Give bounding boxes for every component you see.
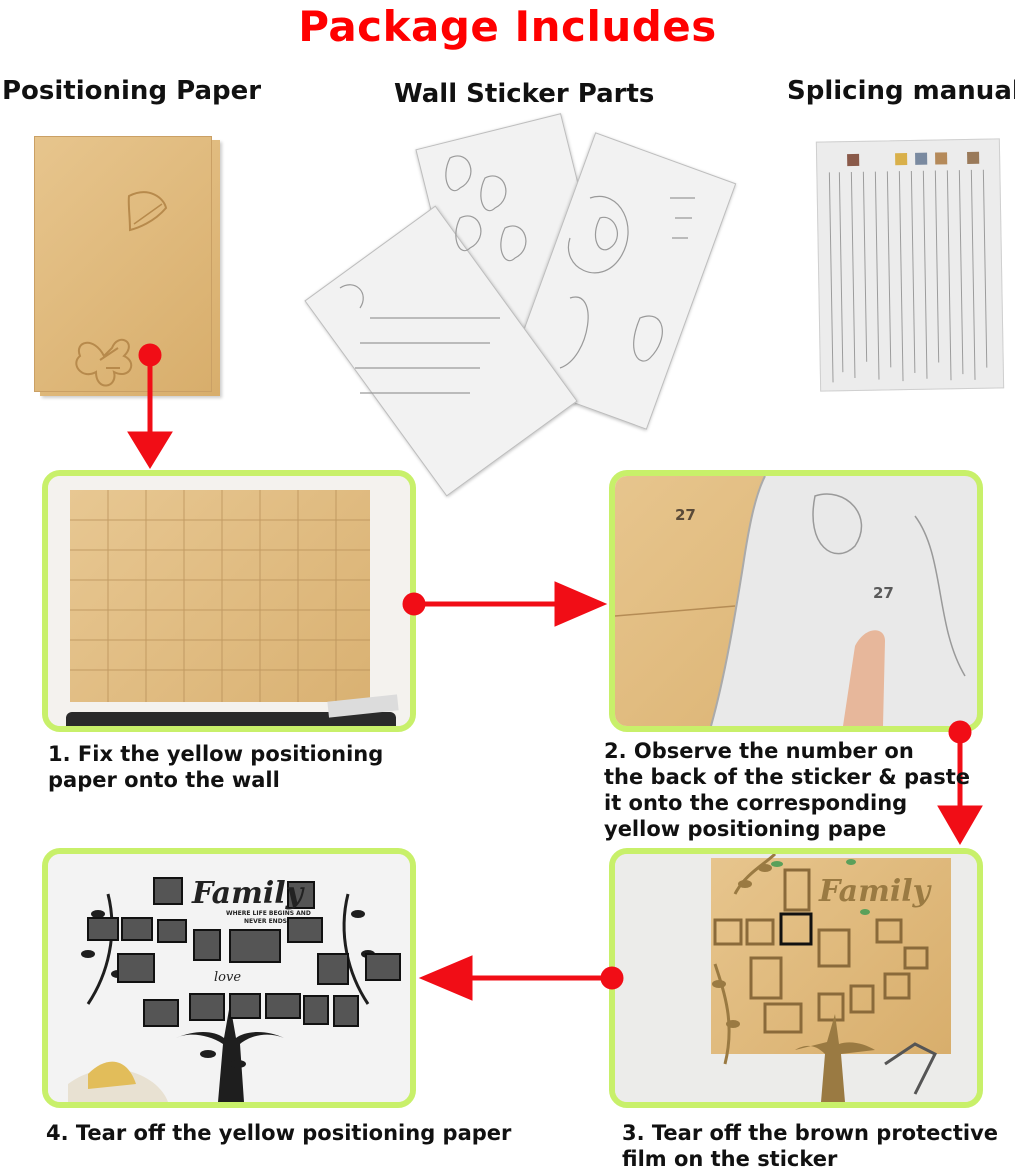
page-title: Package Includes bbox=[298, 2, 717, 51]
arrow-head-left bbox=[418, 955, 473, 1001]
item-label-wall-sticker-parts: Wall Sticker Parts bbox=[394, 79, 655, 109]
item-label-positioning-paper: Positioning Paper bbox=[2, 76, 262, 106]
step2-line3: it onto the corresponding bbox=[604, 791, 908, 815]
positioning-paper-image bbox=[34, 136, 224, 398]
family-word: Family bbox=[192, 876, 304, 911]
step2-caption: 2. Observe the number on the back of the… bbox=[604, 738, 970, 842]
step1-line1: 1. Fix the yellow positioning bbox=[48, 742, 384, 766]
item-label-splicing-manual: Splicing manual bbox=[787, 76, 1015, 106]
step1-line2: paper onto the wall bbox=[48, 768, 280, 792]
arrow-head-down-2 bbox=[937, 805, 983, 845]
step2-line1: 2. Observe the number on bbox=[604, 739, 914, 763]
family-tagline-1: WHERE LIFE BEGINS AND bbox=[226, 910, 311, 917]
step2-line2: the back of the sticker & paste bbox=[604, 765, 970, 789]
love-word: love bbox=[214, 970, 242, 985]
sticker-number-left: 27 bbox=[675, 506, 696, 524]
wall-sticker-parts-image bbox=[300, 113, 737, 497]
step3-line1: 3. Tear off the brown protective bbox=[622, 1121, 999, 1145]
family-tagline-2: NEVER ENDS bbox=[244, 918, 287, 925]
step3-line2: film on the sticker bbox=[622, 1147, 838, 1171]
step4-photo: Family WHERE LIFE BEGINS AND NEVER ENDS … bbox=[42, 848, 416, 1108]
step4-line1: 4. Tear off the yellow positioning paper bbox=[46, 1121, 512, 1145]
step4-caption: 4. Tear off the yellow positioning paper bbox=[46, 1120, 511, 1146]
step2-line4: yellow positioning pape bbox=[604, 817, 887, 841]
step1-photo bbox=[42, 470, 416, 732]
step1-caption: 1. Fix the yellow positioning paper onto… bbox=[48, 741, 383, 793]
step2-photo: 27 27 bbox=[609, 470, 983, 732]
step3-photo: Family bbox=[609, 848, 983, 1108]
step3-caption: 3. Tear off the brown protective film on… bbox=[622, 1120, 998, 1172]
sticker-number-right: 27 bbox=[873, 584, 894, 602]
family-word-wall: Family bbox=[819, 874, 931, 909]
splicing-manual-image bbox=[815, 138, 1005, 392]
arrow-head-down-1 bbox=[127, 431, 173, 469]
arrow-head-right bbox=[554, 581, 608, 627]
